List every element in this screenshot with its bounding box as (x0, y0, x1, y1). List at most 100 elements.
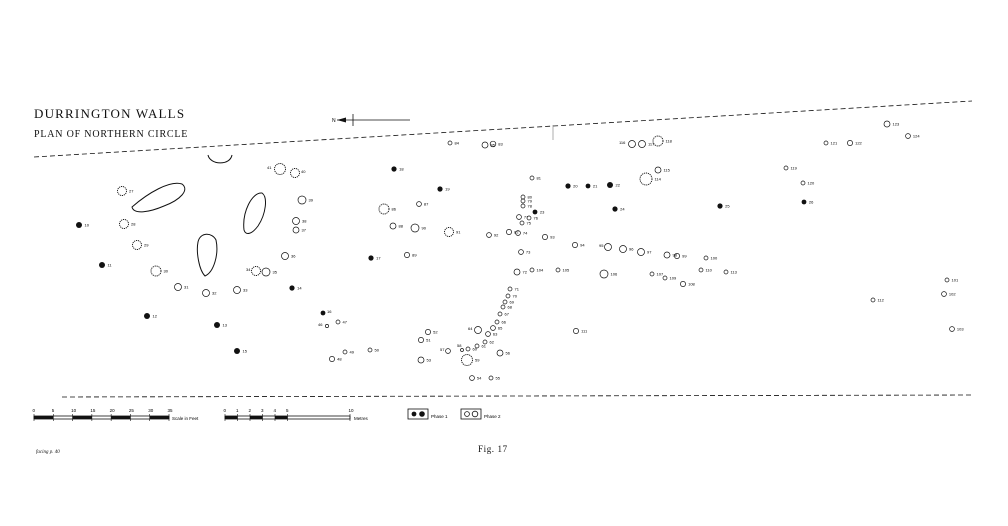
post-hole-label: 23 (540, 210, 545, 215)
post-hole-50: 50 (367, 348, 380, 353)
post-hole-label: 27 (129, 189, 134, 194)
post-hole-15: 15 (234, 348, 248, 354)
post-hole-label: 25 (725, 204, 730, 209)
post-hole-67: 67 (497, 312, 510, 317)
post-hole-label: 53 (427, 358, 432, 363)
pit-45 (207, 154, 233, 164)
post-hole-121: 121 (823, 141, 838, 146)
post-hole-label: 58 (457, 343, 462, 348)
post-hole-41: 41 (267, 163, 286, 175)
post-hole-label: 47 (343, 320, 348, 325)
post-hole-19: 19 (437, 186, 450, 192)
metres-scale-label: Metres (354, 416, 369, 421)
pit-43 (196, 233, 218, 277)
post-hole-60: 60 (465, 347, 478, 352)
post-hole-53: 53 (417, 356, 432, 364)
post-hole-label: 109 (670, 276, 677, 281)
post-hole-label: 70 (513, 294, 518, 299)
post-hole-59: 59 (461, 354, 480, 366)
post-hole-10: 10 (76, 222, 90, 228)
post-hole-115: 115 (654, 166, 671, 174)
post-hole-label: 33 (243, 288, 248, 293)
post-hole-label: 119 (791, 166, 798, 171)
scale-tick-label: 5 (286, 408, 289, 413)
post-hole-label: 66 (502, 320, 507, 325)
post-hole-111: 111 (573, 328, 588, 334)
post-hole-label: 100 (711, 256, 718, 261)
post-hole-101: 101 (944, 278, 959, 283)
post-hole-label: 38 (302, 219, 307, 224)
post-hole-label: 81 (537, 176, 542, 181)
post-hole-label: 16 (327, 309, 332, 314)
post-hole-65: 65 (490, 325, 503, 331)
scale-tick-label: 0 (33, 408, 36, 413)
post-hole-label: 46 (318, 322, 323, 327)
post-hole-22: 22 (607, 182, 621, 188)
post-hole-label: 105 (563, 268, 570, 273)
post-hole-13: 13 (214, 322, 228, 328)
post-hole-95: 95 (599, 243, 612, 251)
post-hole-label: 51 (426, 338, 431, 343)
post-hole-label: 114 (655, 177, 662, 182)
post-hole-label: 17 (376, 256, 381, 261)
post-hole-label: 121 (831, 141, 838, 146)
pit-44 (243, 192, 266, 234)
post-hole-120: 120 (800, 181, 815, 186)
post-hole-30: 30 (150, 265, 169, 277)
post-hole-46: 46 (318, 322, 329, 328)
post-hole-label: 110 (706, 268, 713, 273)
post-hole-label: 35 (273, 270, 278, 275)
post-hole-label: 39 (309, 198, 314, 203)
post-hole-label: 65 (498, 326, 503, 331)
post-hole-label: 99 (682, 254, 687, 259)
post-hole-77: 77 (516, 214, 529, 220)
post-hole-label: 75 (527, 221, 532, 226)
post-hole-74: 74 (515, 230, 528, 236)
pit-42 (131, 182, 186, 213)
post-hole-78: 78 (520, 204, 533, 209)
post-hole-label: 34 (246, 267, 251, 272)
post-hole-label: 26 (809, 200, 814, 205)
post-hole-52: 52 (425, 329, 438, 335)
post-hole-61: 61 (474, 344, 487, 349)
post-hole-123: 123 (883, 120, 900, 128)
scale-tick-label: 1 (236, 408, 239, 413)
post-hole-label: 117 (648, 142, 655, 147)
post-hole-label: 116 (619, 140, 626, 145)
facing-page-note: facing p. 40 (36, 450, 60, 455)
post-hole-27: 27 (117, 186, 134, 196)
scale-tick-label: 0 (224, 408, 227, 413)
post-hole-73: 73 (518, 249, 531, 255)
post-hole-72: 72 (513, 268, 528, 276)
post-hole-label: 124 (913, 134, 920, 139)
post-hole-47: 47 (335, 320, 348, 325)
post-hole-100: 100 (703, 256, 718, 261)
post-hole-label: 69 (510, 300, 515, 305)
scale-tick-label: 25 (129, 408, 135, 413)
post-hole-38: 38 (292, 217, 307, 225)
post-hole-label: 10 (85, 223, 90, 228)
post-hole-label: 84 (455, 141, 460, 146)
post-hole-label: 55 (496, 376, 501, 381)
post-hole-51: 51 (418, 337, 431, 343)
scale-tick-label: 35 (168, 408, 174, 413)
post-hole-102: 102 (941, 291, 956, 297)
figure-caption: Fig. 17 (478, 444, 508, 454)
post-hole-label: 89 (412, 253, 417, 258)
post-hole-90: 90 (410, 223, 427, 233)
post-hole-label: 113 (731, 270, 738, 275)
scale-tick-label: 15 (90, 408, 96, 413)
post-hole-label: 83 (498, 142, 503, 147)
post-hole-label: 15 (243, 349, 248, 354)
post-hole-55: 55 (488, 376, 501, 381)
post-hole-99: 99 (674, 253, 687, 259)
post-hole-40: 40 (290, 168, 306, 178)
post-hole-label: 48 (337, 357, 342, 362)
post-hole-98: 98 (663, 251, 678, 259)
post-hole-39: 39 (297, 195, 314, 205)
post-hole-23: 23 (532, 210, 545, 215)
post-hole-label: 12 (153, 314, 158, 319)
post-hole-label: 63 (493, 332, 498, 337)
post-hole-106: 106 (599, 269, 618, 279)
post-hole-label: 76 (534, 216, 539, 221)
